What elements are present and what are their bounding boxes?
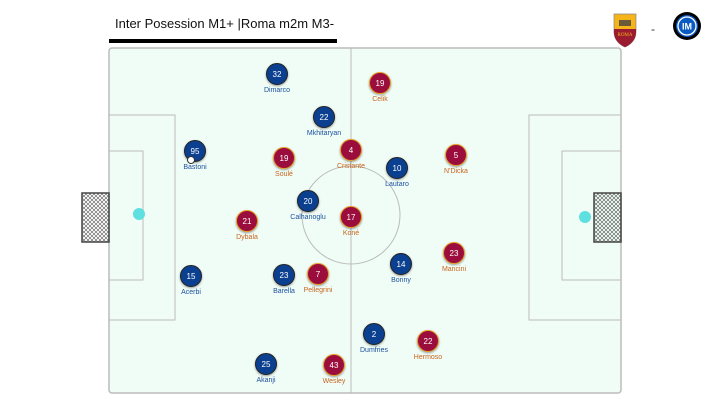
inter-player-name: Mkhitaryan [306,130,342,137]
roma-player-name: Celik [372,96,388,103]
roma-player-marker[interactable]: 4 [340,139,362,161]
roma-player-marker[interactable]: 5 [445,144,467,166]
inter-player-marker[interactable]: 25 [255,353,277,375]
page-title: Inter Posession M1+ |Roma m2m M3- [115,16,335,31]
inter-player-name: Lautaro [385,181,409,188]
roma-player-marker[interactable]: 17 [340,206,362,228]
svg-text:ROMA: ROMA [617,33,632,38]
roma-player-name: Dybala [236,234,258,241]
inter-player-name: Dumfries [359,347,389,354]
roma-player-name: Soulé [275,171,293,178]
inter-player-name: Bonny [391,277,411,284]
inter-player-marker[interactable]: 20 [297,190,319,212]
inter-player-marker[interactable]: 23 [273,264,295,286]
roma-player-marker[interactable]: 19 [369,72,391,94]
roma-player-marker[interactable]: 21 [236,210,258,232]
vs-separator: - [651,22,655,36]
inter-player-marker[interactable]: 32 [266,63,288,85]
roma-player-name: Pellegrini [303,287,333,294]
inter-player-name: Bastoni [183,164,207,171]
ball-icon [187,156,195,164]
roma-player-marker[interactable]: 22 [417,330,439,352]
roma-player-name: Wesley [322,378,346,385]
inter-player-marker[interactable]: 2 [363,323,385,345]
inter-player-name: Dimarco [263,87,291,94]
roma-player-name: Hermoso [413,354,443,361]
roma-logo: ROMA [612,12,638,53]
inter-player-name: Akanji [256,377,276,384]
roma-player-name: Koné [342,230,360,237]
roma-player-marker[interactable]: 7 [307,263,329,285]
roma-player-marker[interactable]: 23 [443,242,465,264]
inter-player-marker[interactable]: 22 [313,106,335,128]
svg-text:IM: IM [682,22,692,32]
inter-player-marker[interactable]: 14 [390,253,412,275]
roma-player-name: Mancini [441,266,467,273]
inter-logo: IM [672,11,702,46]
inter-player-name: Barella [273,288,295,295]
roma-player-name: N'Dicka [444,168,468,175]
inter-player-name: Calhanoglu [290,214,326,221]
inter-player-marker[interactable]: 15 [180,265,202,287]
title-underline [109,39,337,43]
inter-player-name: Acerbi [181,289,201,296]
roma-player-name: Cristante [336,163,366,170]
roma-player-marker[interactable]: 19 [273,147,295,169]
inter-player-marker[interactable]: 10 [386,157,408,179]
roma-player-marker[interactable]: 43 [323,354,345,376]
